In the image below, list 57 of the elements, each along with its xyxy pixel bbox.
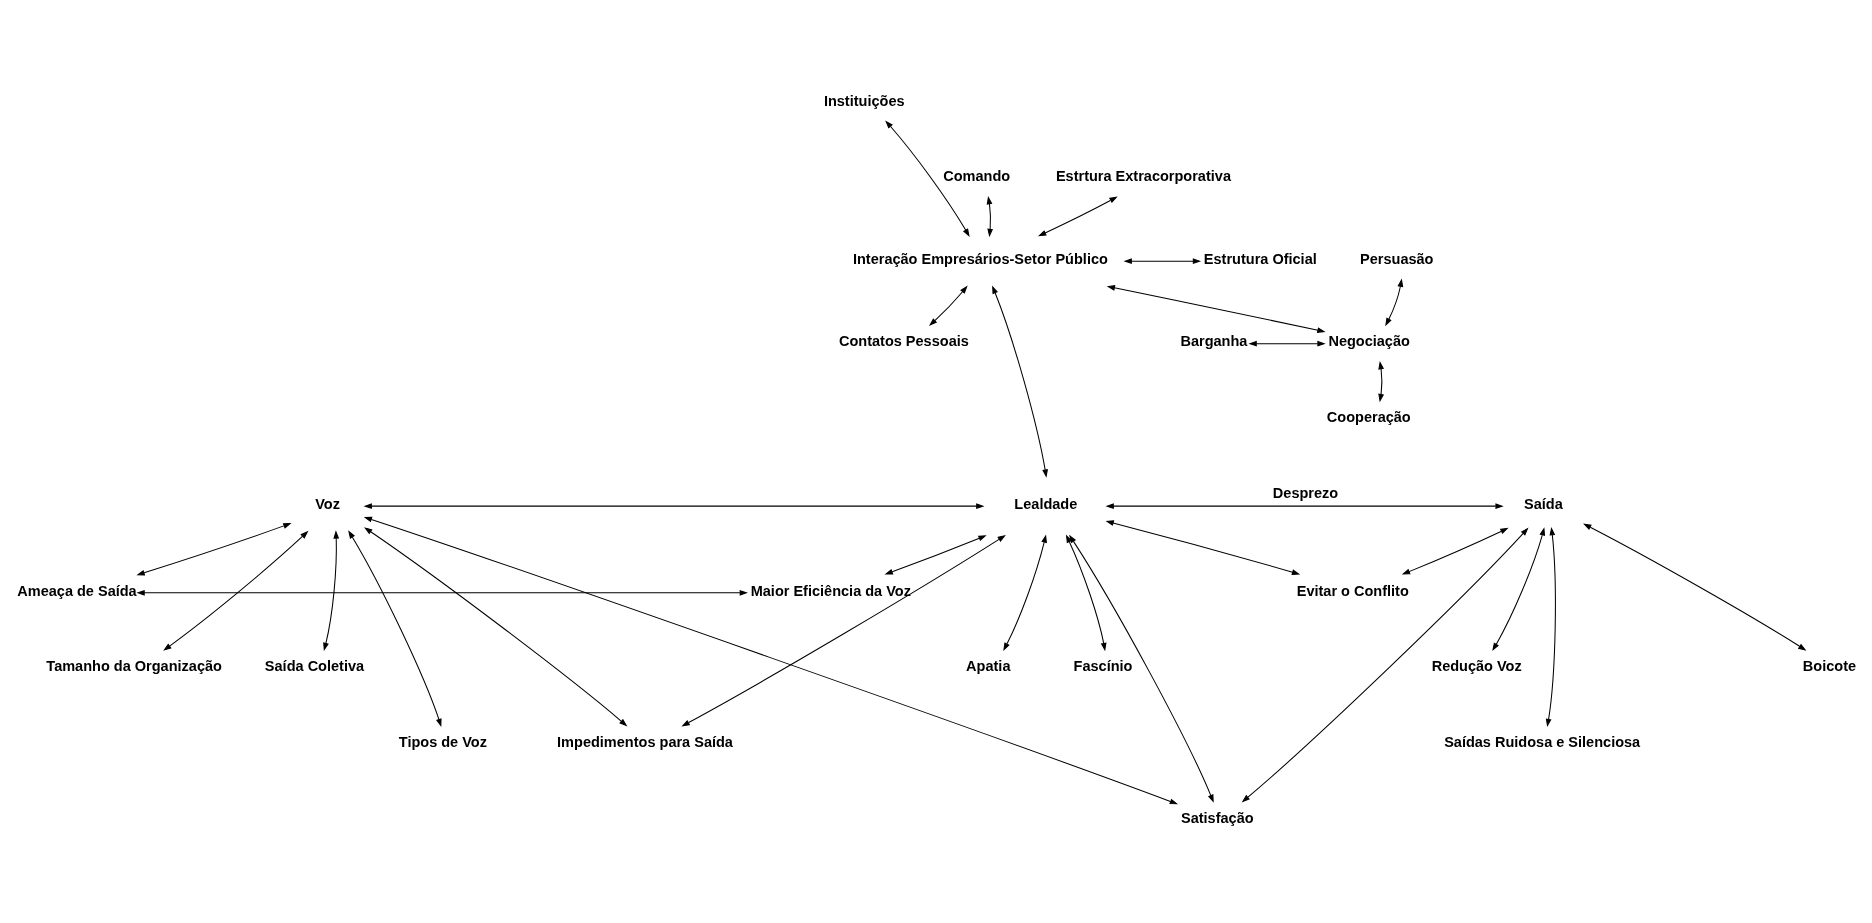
arrow [163, 530, 309, 651]
node-text: Lealdade [1014, 495, 1078, 512]
node-text: Barganha [1180, 333, 1248, 350]
node-text: Comando [943, 168, 1011, 185]
node-text: Boicote [1802, 658, 1857, 675]
arrow [348, 530, 442, 727]
node-text: Evitar o Conflito [1296, 582, 1409, 599]
arrow [1065, 534, 1107, 652]
node-text: Estrutura Oficial [1203, 250, 1317, 267]
arrow [1105, 503, 1504, 510]
node-text: Saída [1524, 495, 1563, 512]
node-text: Contatos Pessoais [838, 333, 969, 350]
node-text: Satisfação [1180, 809, 1254, 826]
arrow [364, 527, 628, 727]
arrow [1069, 534, 1214, 803]
arrow [136, 589, 748, 596]
arrow [928, 285, 968, 326]
arrow [1106, 285, 1326, 333]
arrow [992, 285, 1048, 478]
node-text: Ameaça de Saída [17, 582, 137, 599]
arrow [1123, 258, 1202, 265]
node-text: Cooperação [1326, 409, 1411, 426]
node-text: Impedimentos para Saída [557, 734, 733, 751]
arrow [1037, 196, 1118, 237]
arrow [986, 195, 994, 238]
arrow [1378, 361, 1385, 403]
arrow [1545, 527, 1556, 728]
node-text: Maior Eficiência da Voz [750, 582, 911, 599]
arrow [1105, 520, 1301, 575]
node-text: Instituições [823, 92, 905, 109]
node-text: Negociação [1328, 333, 1410, 350]
node-text: Redução Voz [1431, 658, 1522, 675]
arrow [136, 523, 292, 576]
node-text: Estrtura Extracorporativa [1055, 168, 1231, 185]
node-text: Interação Empresários-Setor Público [852, 250, 1108, 267]
arrow [323, 530, 340, 652]
arrow [681, 535, 1006, 727]
arrow [363, 516, 1179, 805]
arrow [885, 120, 970, 237]
node-text: Saídas Ruidosa e Silenciosa [1444, 734, 1641, 751]
node-text: Persuasão [1360, 250, 1434, 267]
node-text: Tipos de Voz [398, 734, 487, 751]
arrow [1241, 527, 1529, 803]
arrow [1401, 527, 1509, 575]
node-text: Apatia [966, 658, 1011, 675]
node-text: Tamanho da Organização [46, 658, 222, 675]
node-text: Saída Coletiva [264, 658, 365, 675]
arrow [1248, 340, 1326, 347]
arrow [1385, 278, 1404, 327]
arrow [1492, 527, 1546, 652]
edge-label: Desprezo [1272, 485, 1339, 502]
arrow [1003, 534, 1047, 652]
arrow [884, 535, 987, 575]
arrow [1583, 523, 1807, 651]
node-text: Voz [315, 495, 340, 512]
node-text: Fascínio [1073, 658, 1133, 675]
arrow [363, 503, 985, 510]
